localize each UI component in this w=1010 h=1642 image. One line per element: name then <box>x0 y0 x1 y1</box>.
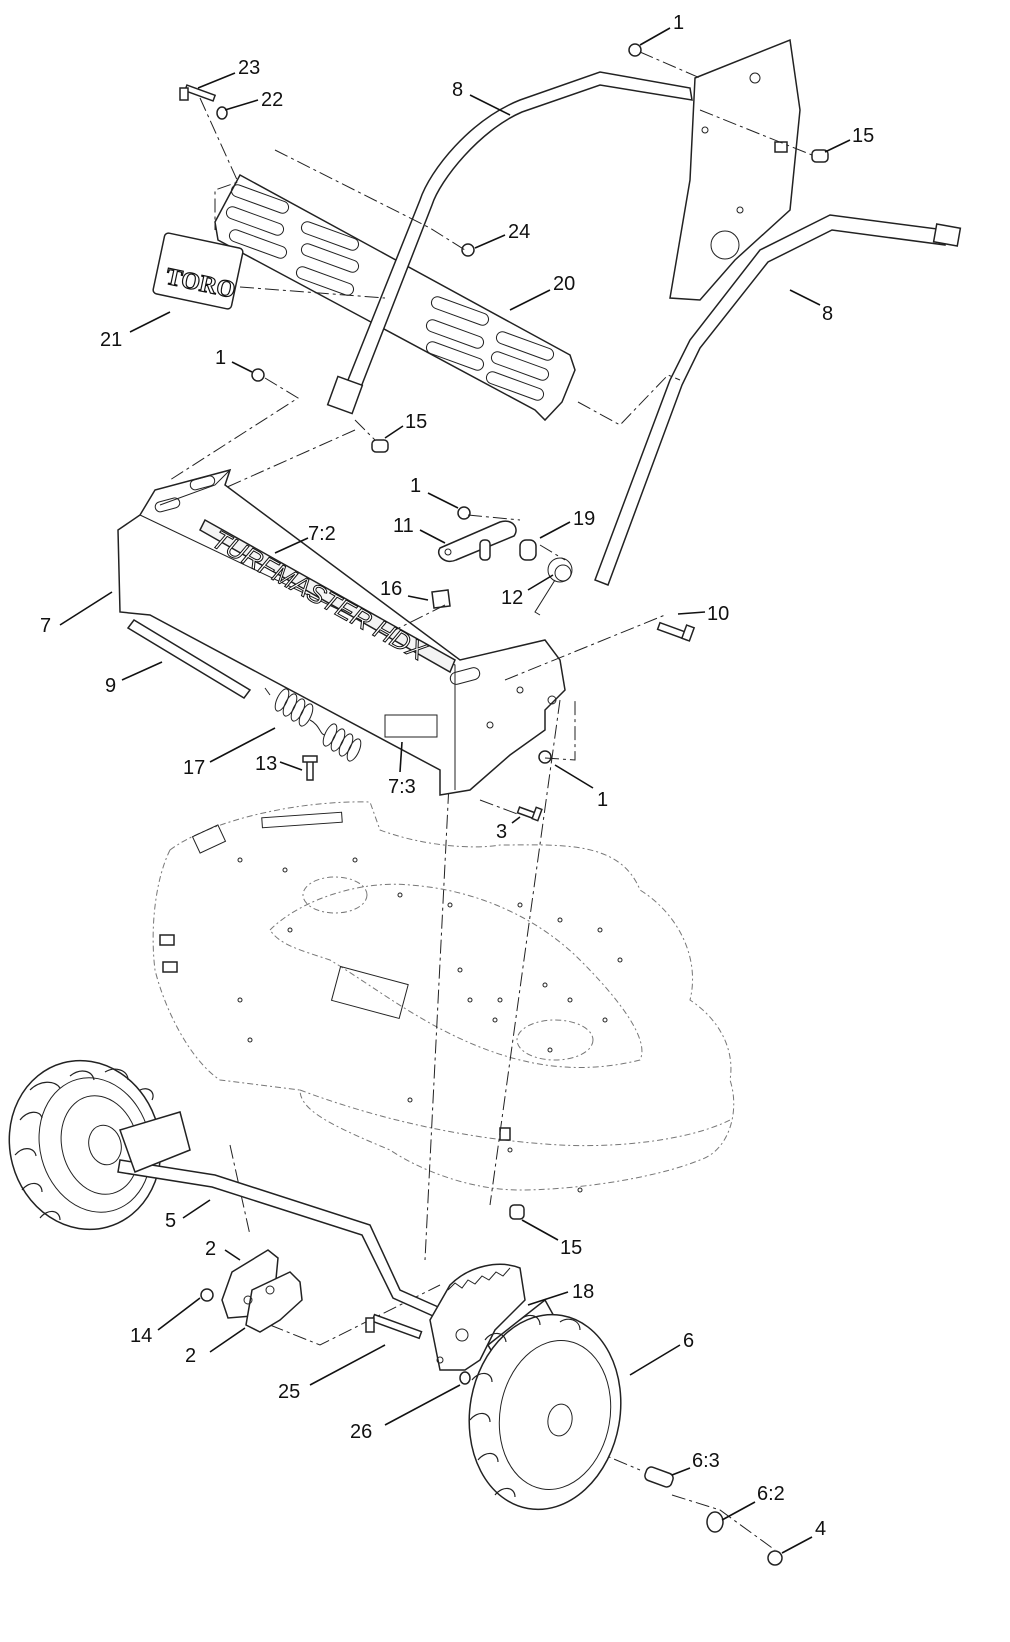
callout-8-front: 8 <box>822 303 833 325</box>
handle-8-front <box>594 214 962 586</box>
height-adjuster-2 <box>221 1249 303 1333</box>
callout-14: 14 <box>130 1325 152 1347</box>
callout-7-2: 7:2 <box>308 523 336 545</box>
callout-21: 21 <box>100 329 122 351</box>
callout-2-bottom: 2 <box>185 1345 196 1367</box>
callout-6-3: 6:3 <box>692 1450 720 1472</box>
front-wheel-6 <box>468 1313 622 1511</box>
callout-1-left: 1 <box>215 347 226 369</box>
nut-24 <box>461 243 475 257</box>
callout-1-link: 1 <box>410 475 421 497</box>
bolt-3 <box>516 806 543 822</box>
pin-15-mid <box>371 439 389 453</box>
leader-lines <box>59 27 851 1554</box>
pin-15-low <box>509 1204 525 1220</box>
callout-12: 12 <box>501 587 523 609</box>
nut-1-link <box>457 506 471 520</box>
callout-1-top: 1 <box>673 12 684 34</box>
callout-6: 6 <box>683 1330 694 1352</box>
callout-26: 26 <box>350 1421 372 1443</box>
spacer-6-3 <box>644 1466 674 1488</box>
hubcap-6-2 <box>706 1511 724 1533</box>
callout-9: 9 <box>105 675 116 697</box>
callout-8-rear: 8 <box>452 79 463 101</box>
callout-10: 10 <box>707 603 729 625</box>
callout-5: 5 <box>165 1210 176 1232</box>
callout-6-2: 6:2 <box>757 1483 785 1505</box>
clip-16 <box>431 589 451 609</box>
pin-15-top <box>811 149 829 163</box>
callout-11: 11 <box>393 515 414 537</box>
nut-14 <box>200 1288 214 1302</box>
washer-26 <box>459 1371 471 1385</box>
callout-3: 3 <box>496 821 507 843</box>
torsion-spring-12 <box>534 557 573 616</box>
nut-1-bracket <box>538 750 552 764</box>
mower-deck <box>152 801 735 1193</box>
callout-20: 20 <box>553 273 575 295</box>
callout-22: 22 <box>261 89 283 111</box>
callout-19: 19 <box>573 508 595 530</box>
nut-4 <box>767 1550 783 1566</box>
nut-1-left <box>251 368 265 382</box>
callout-labels: 1 23 22 8 15 24 20 8 21 1 15 1 19 11 7:2… <box>40 12 874 1540</box>
callout-18: 18 <box>572 1281 594 1303</box>
callout-15-low: 15 <box>560 1237 582 1259</box>
nut-1-top <box>628 43 642 57</box>
callout-15-top: 15 <box>852 125 874 147</box>
callout-1-bracket: 1 <box>597 789 608 811</box>
callout-4: 4 <box>815 1518 826 1540</box>
washer-22 <box>216 106 228 120</box>
callout-15-mid: 15 <box>405 411 427 433</box>
control-bracket <box>669 38 801 301</box>
callout-17: 17 <box>183 757 205 779</box>
callout-7: 7 <box>40 615 51 637</box>
callout-2-top: 2 <box>205 1238 216 1260</box>
handle-bracket-7: TURFMASTER HDX <box>117 468 566 796</box>
callout-16: 16 <box>380 578 402 600</box>
height-gear-plate <box>429 1263 526 1371</box>
bolt-13 <box>302 755 318 781</box>
bolt-25 <box>365 1313 423 1340</box>
bolt-23 <box>179 84 217 102</box>
handle-8-rear <box>326 71 693 415</box>
callout-13: 13 <box>255 753 277 775</box>
callout-25: 25 <box>278 1381 300 1403</box>
bolt-10 <box>656 621 696 642</box>
toro-decal-21: TORO <box>152 232 244 310</box>
bushing-19 <box>519 539 537 561</box>
pivot-rod-9 <box>126 619 252 699</box>
callout-24: 24 <box>508 221 530 243</box>
assembly-lines <box>169 51 813 1551</box>
spring-17 <box>264 687 362 762</box>
callout-7-3: 7:3 <box>388 776 416 798</box>
link-arm-11 <box>438 520 517 562</box>
callout-23: 23 <box>238 57 260 79</box>
